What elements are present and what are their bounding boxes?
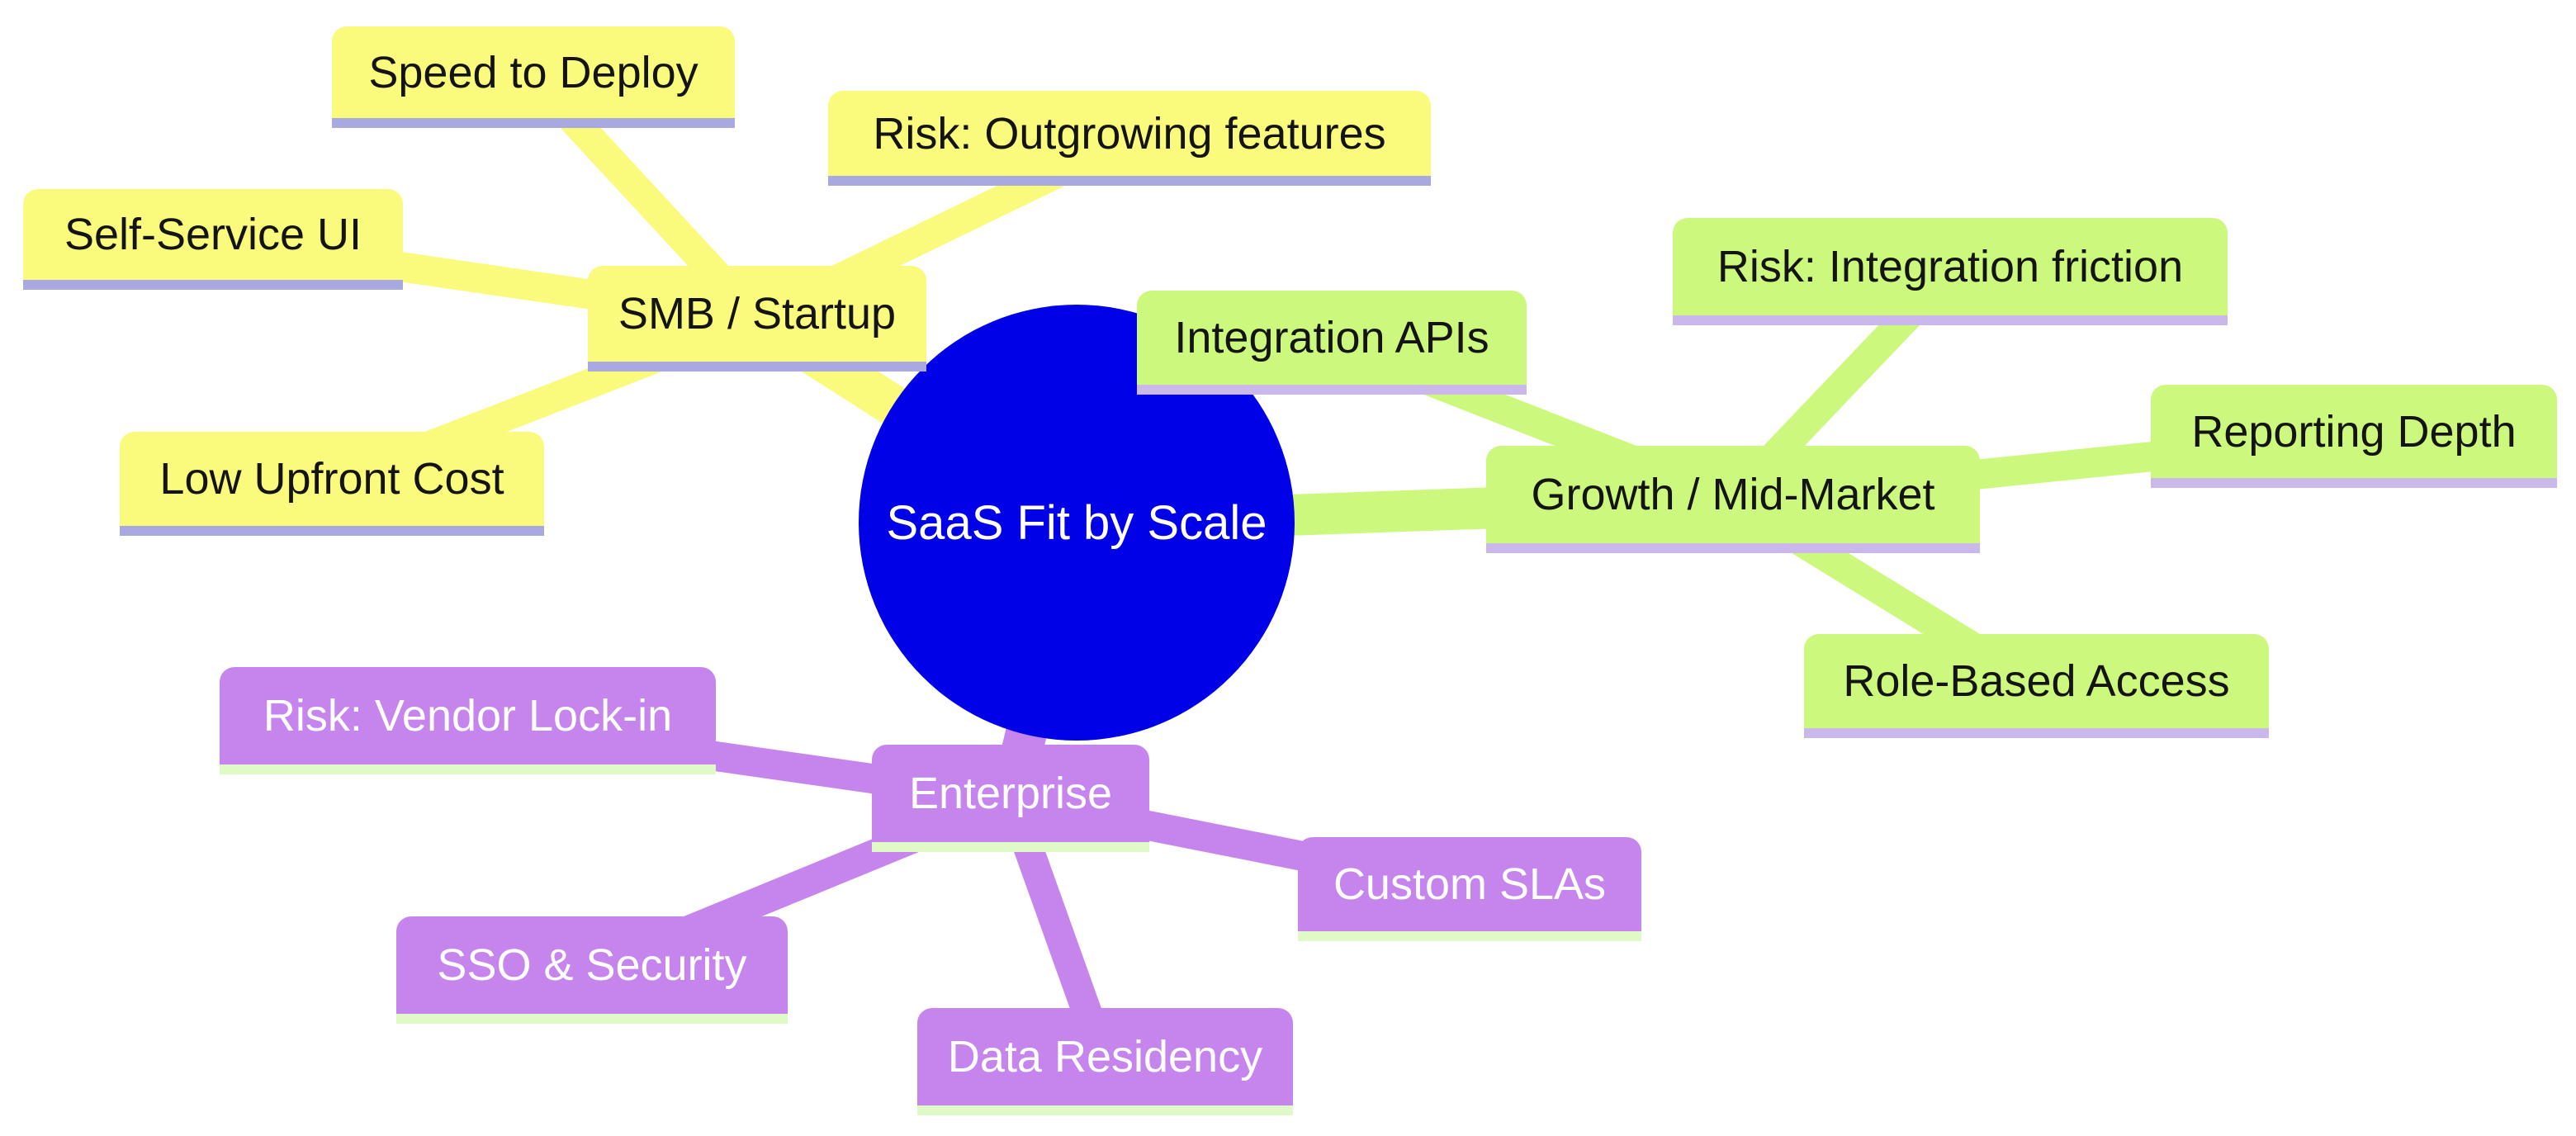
root-label: SaaS Fit by Scale xyxy=(886,495,1267,550)
node-risk-integration-friction: Risk: Integration friction xyxy=(1673,218,2228,325)
node-reporting-depth: Reporting Depth xyxy=(2151,385,2557,488)
node-risk-vendor-lock-in: Risk: Vendor Lock-in xyxy=(220,667,716,774)
node-root: SaaS Fit by Scale xyxy=(859,305,1295,741)
node-low-upfront-cost: Low Upfront Cost xyxy=(120,432,544,536)
node-custom-slas: Custom SLAs xyxy=(1298,837,1641,941)
node-self-service-ui: Self-Service UI xyxy=(23,189,403,290)
node-growth-mid-market: Growth / Mid-Market xyxy=(1486,446,1980,553)
node-sso-security: SSO & Security xyxy=(396,916,788,1024)
node-data-residency: Data Residency xyxy=(917,1008,1293,1115)
node-risk-outgrowing-features: Risk: Outgrowing features xyxy=(828,91,1431,186)
node-enterprise: Enterprise xyxy=(872,745,1149,852)
node-smb-startup: SMB / Startup xyxy=(588,266,926,372)
node-speed-to-deploy: Speed to Deploy xyxy=(332,26,735,128)
node-role-based-access: Role-Based Access xyxy=(1804,634,2269,738)
node-integration-apis: Integration APIs xyxy=(1137,291,1527,395)
